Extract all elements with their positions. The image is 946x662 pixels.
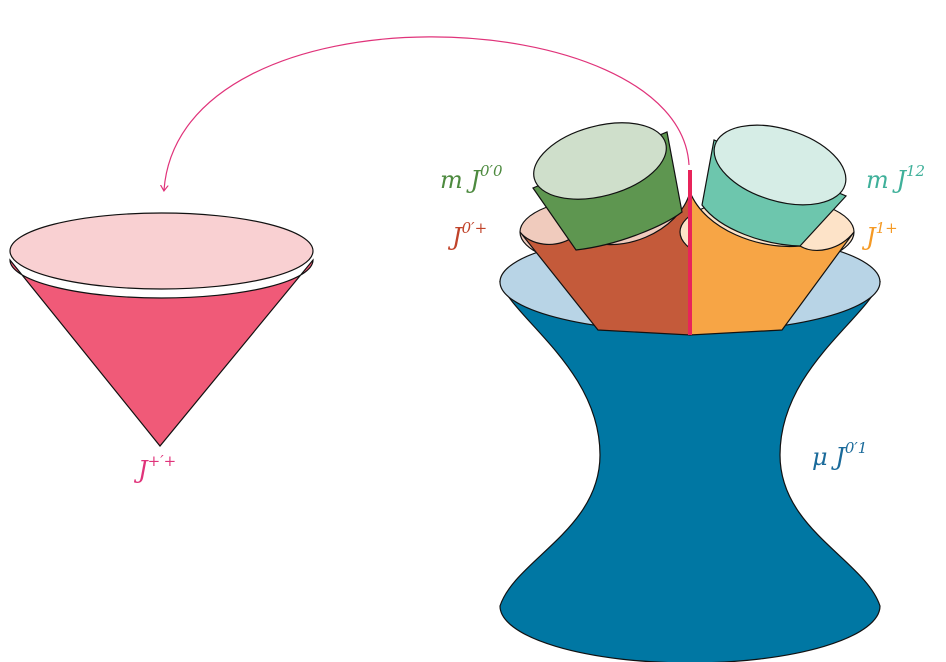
teal-cone [701, 124, 848, 247]
label-red-cone: J0′+ [447, 219, 487, 251]
teal-cone-top [713, 124, 847, 206]
pink-cone-top [9, 212, 314, 290]
label-hyperboloid: μ J0′1 [812, 439, 867, 471]
pink-cone [9, 212, 314, 447]
hyperboloid-body [499, 281, 881, 662]
label-green-cone: m J0′0 [440, 162, 503, 194]
label-teal-cone: m J12 [866, 162, 925, 194]
green-cone-top [533, 122, 667, 200]
label-pink-cone: J+′+ [133, 452, 176, 484]
pink-cone-body [9, 258, 314, 447]
label-orange-cone: J1+ [861, 219, 898, 251]
green-cone [532, 122, 683, 251]
mapping-arrow [164, 36, 690, 190]
